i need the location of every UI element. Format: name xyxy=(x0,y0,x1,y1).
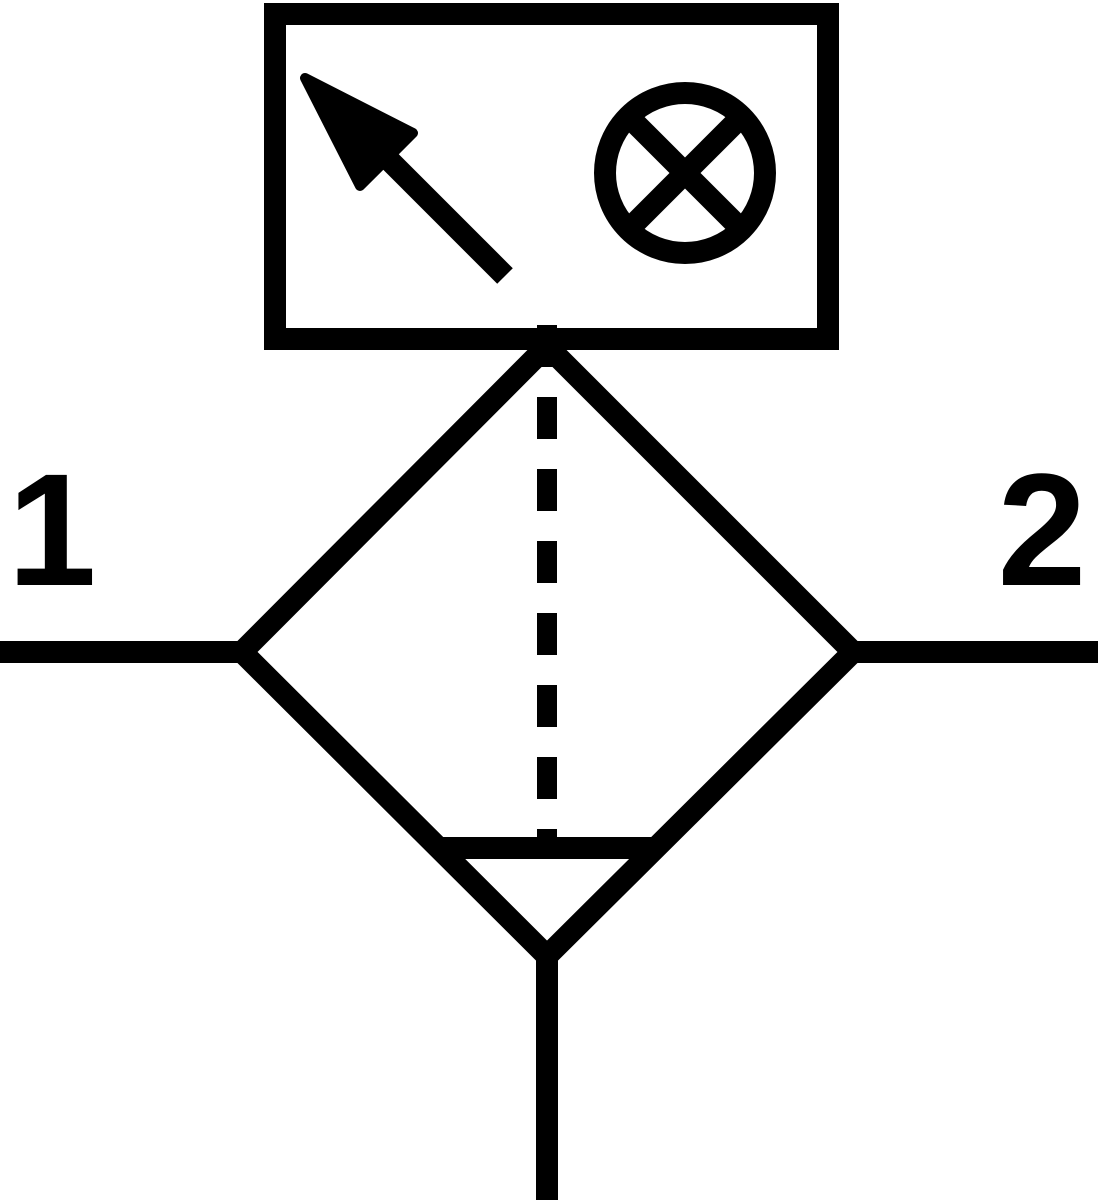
lamp-cross-line-b xyxy=(621,109,749,237)
arrow-icon xyxy=(300,73,513,284)
arrow-head xyxy=(300,73,418,191)
lamp-circle xyxy=(594,82,776,264)
arrow-shaft xyxy=(377,148,513,284)
indicator-box xyxy=(264,3,839,350)
inlet-port-label: 1 xyxy=(8,440,97,619)
outlet-port-label: 2 xyxy=(998,440,1087,619)
lamp-cross-circle-icon xyxy=(594,82,776,264)
